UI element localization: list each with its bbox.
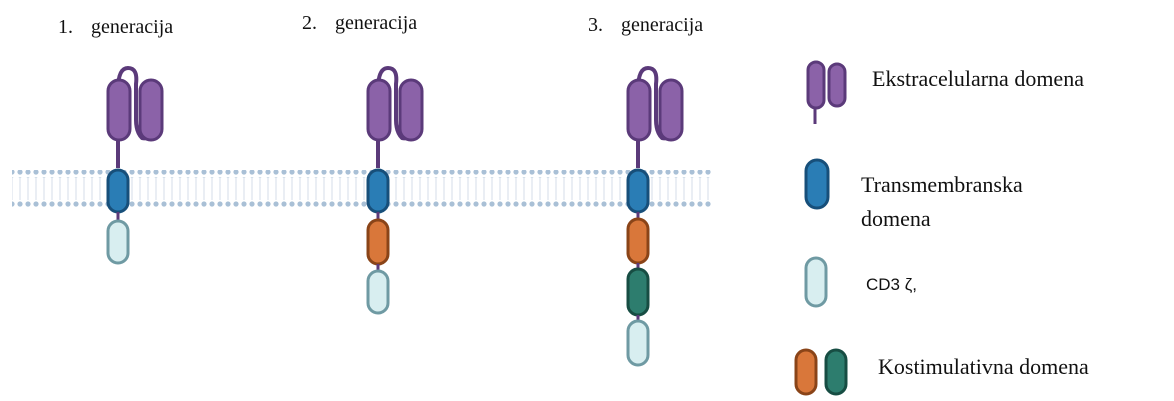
car-generation-2	[366, 65, 424, 315]
cd3-zeta-icon	[106, 219, 130, 265]
extracellular-domain-icon	[366, 78, 392, 142]
cd3-zeta-icon	[626, 319, 650, 367]
generation-2-label: 2. generacija	[302, 12, 417, 35]
legend-extracellular-label: Ekstracelularna domena	[872, 66, 1084, 91]
costimulatory-domain-icon	[626, 267, 650, 317]
legend-costimulatory-label: Kostimulativna domena	[878, 354, 1089, 379]
legend-transmembrane-icon	[804, 158, 830, 210]
generation-1-label: 1. generacija	[58, 16, 173, 39]
legend-costim-green-icon	[824, 348, 848, 396]
generation-3-number: 3.	[588, 14, 603, 36]
legend-transmembrane-label-line2: domena	[861, 206, 931, 231]
generation-3-label: 3. generacija	[588, 14, 703, 37]
costimulatory-domain-icon	[626, 217, 650, 265]
legend-cd3-label: CD3 ζ,	[866, 275, 917, 294]
costimulatory-domain-icon	[366, 218, 390, 266]
generation-2-text: generacija	[335, 12, 418, 34]
legend-extracellular-icon	[806, 60, 847, 124]
legend-transmembrane-label-line1: Transmembranska	[861, 172, 1023, 197]
generation-1-text: generacija	[91, 16, 174, 38]
transmembrane-domain-icon	[366, 168, 390, 214]
transmembrane-domain-icon	[626, 168, 650, 214]
cd3-zeta-icon	[366, 269, 390, 315]
transmembrane-domain-icon	[106, 168, 130, 214]
cell-membrane	[12, 170, 712, 208]
legend-cd3-icon	[804, 256, 828, 308]
legend-costim-orange-icon	[794, 348, 818, 396]
car-generation-1	[106, 65, 164, 265]
generation-1-number: 1.	[58, 16, 73, 38]
generation-3-text: generacija	[621, 14, 704, 36]
car-generation-3	[626, 65, 684, 367]
generation-2-number: 2.	[302, 12, 317, 34]
extracellular-domain-icon	[626, 78, 652, 142]
